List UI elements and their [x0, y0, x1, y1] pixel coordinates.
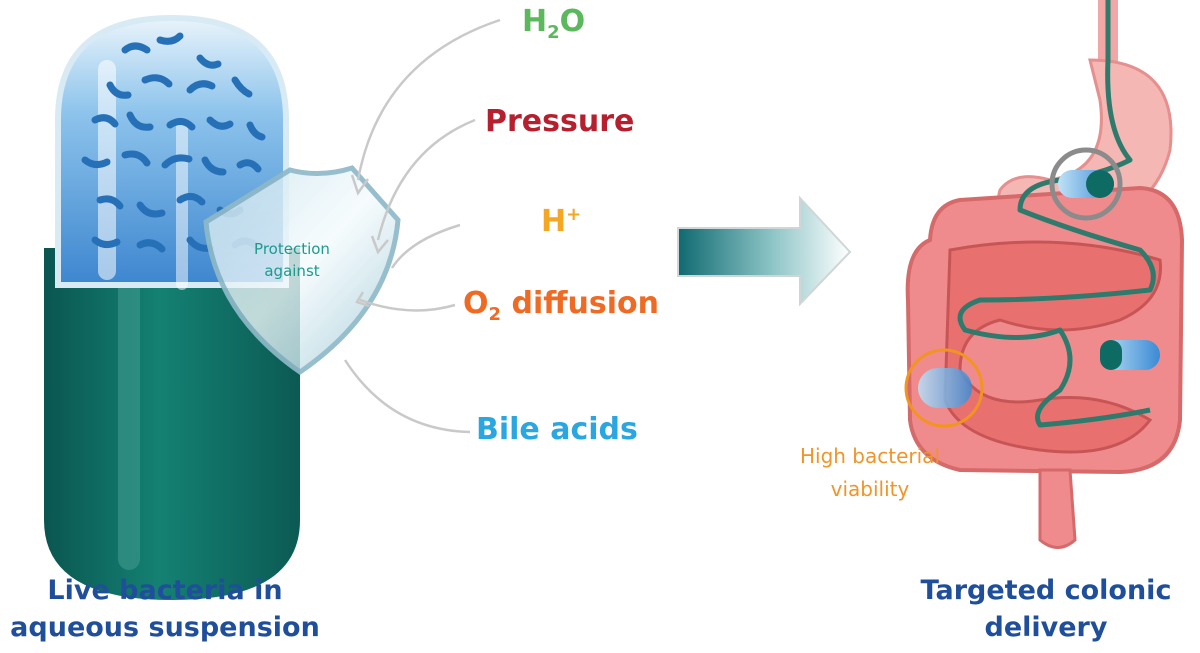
shield-label-line1: Protection [254, 240, 330, 258]
arrow-water [356, 18, 501, 181]
caption-left: Live bacteria in aqueous suspension [0, 572, 330, 646]
mini-capsule-intestine [1100, 340, 1160, 370]
stressor-water-label: H2O [522, 4, 585, 43]
oxygen-tail: diffusion [501, 286, 660, 321]
caption-right: Targeted colonic delivery [896, 572, 1196, 646]
water-h: H [522, 4, 548, 39]
oxygen-sub: 2 [488, 304, 502, 325]
colon-highlight-ring [904, 348, 984, 428]
arrow-pressure [376, 118, 476, 241]
water-sub: 2 [547, 22, 560, 43]
transition-arrow [677, 195, 852, 307]
stressor-pressure-label: Pressure [485, 104, 635, 139]
mini-capsule-stomach [1058, 170, 1114, 198]
capsule-bottom-highlight [118, 270, 140, 570]
capsule-bottom-shell [44, 248, 300, 600]
stressor-bile-label: Bile acids [476, 412, 638, 447]
shield-label: Protection against [222, 238, 362, 282]
capsule-top-highlight [176, 120, 188, 290]
oxygen-o: O [463, 286, 489, 321]
arrow-oxygen [359, 298, 456, 312]
mini-capsule-colon [918, 368, 972, 408]
bacteria-cluster [81, 32, 266, 253]
arrow-bile [343, 359, 471, 434]
stressor-arrows [343, 18, 501, 434]
shield-label-line2: against [264, 262, 320, 280]
proton-sup: + [566, 204, 582, 225]
viability-line1: High bacterial [799, 444, 940, 468]
stressor-proton-label: H+ [541, 204, 581, 239]
rectum [1038, 468, 1077, 549]
viability-label: High bacterial viability [770, 440, 970, 506]
digestive-tract [904, 0, 1185, 549]
stomach-highlight-ring [1049, 147, 1123, 221]
caption-right-line2: delivery [984, 612, 1108, 643]
caption-left-line1: Live bacteria in [47, 575, 283, 606]
caption-left-line2: aqueous suspension [10, 612, 320, 643]
caption-right-line1: Targeted colonic [920, 575, 1172, 606]
arrow-proton [390, 223, 461, 269]
capsule-illustration [44, 14, 300, 600]
stressor-oxygen-label: O2 diffusion [463, 286, 659, 325]
proton-h: H [541, 204, 567, 239]
shield-icon [203, 165, 401, 376]
viability-line2: viability [830, 477, 910, 501]
water-o: O [559, 4, 586, 39]
